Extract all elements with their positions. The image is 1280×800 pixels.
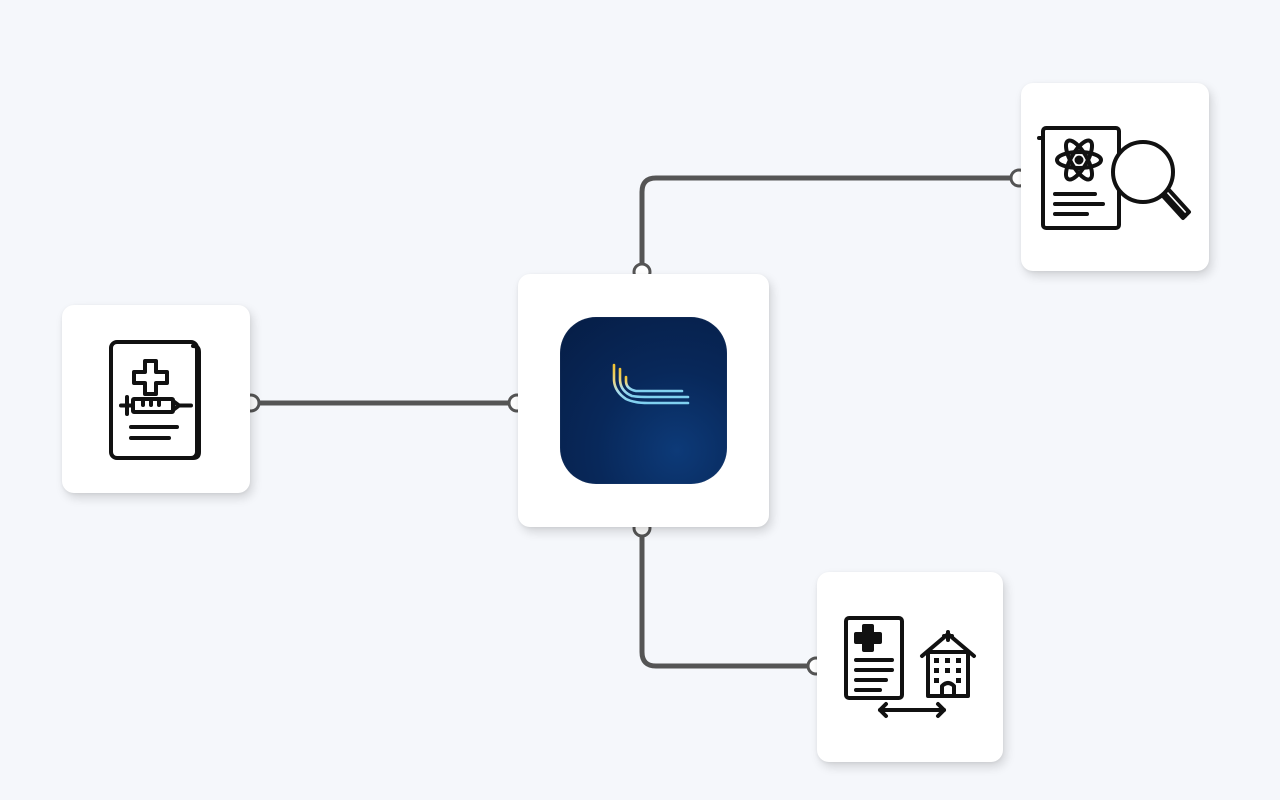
- node-vaccine-record[interactable]: [62, 305, 250, 493]
- node-record-transfer[interactable]: [817, 572, 1003, 762]
- h-logo-icon: [560, 317, 727, 484]
- record-hospital-transfer-icon: [844, 616, 976, 718]
- atom-document-magnifier-icon: [1037, 126, 1191, 230]
- medical-record-syringe-icon: [109, 340, 201, 460]
- edge-center-to-transfer: [639, 527, 817, 669]
- node-center-hub[interactable]: [518, 274, 769, 527]
- h-logo-mark: [600, 355, 689, 448]
- node-research[interactable]: [1021, 83, 1209, 271]
- edge-center-to-research: [639, 175, 1021, 273]
